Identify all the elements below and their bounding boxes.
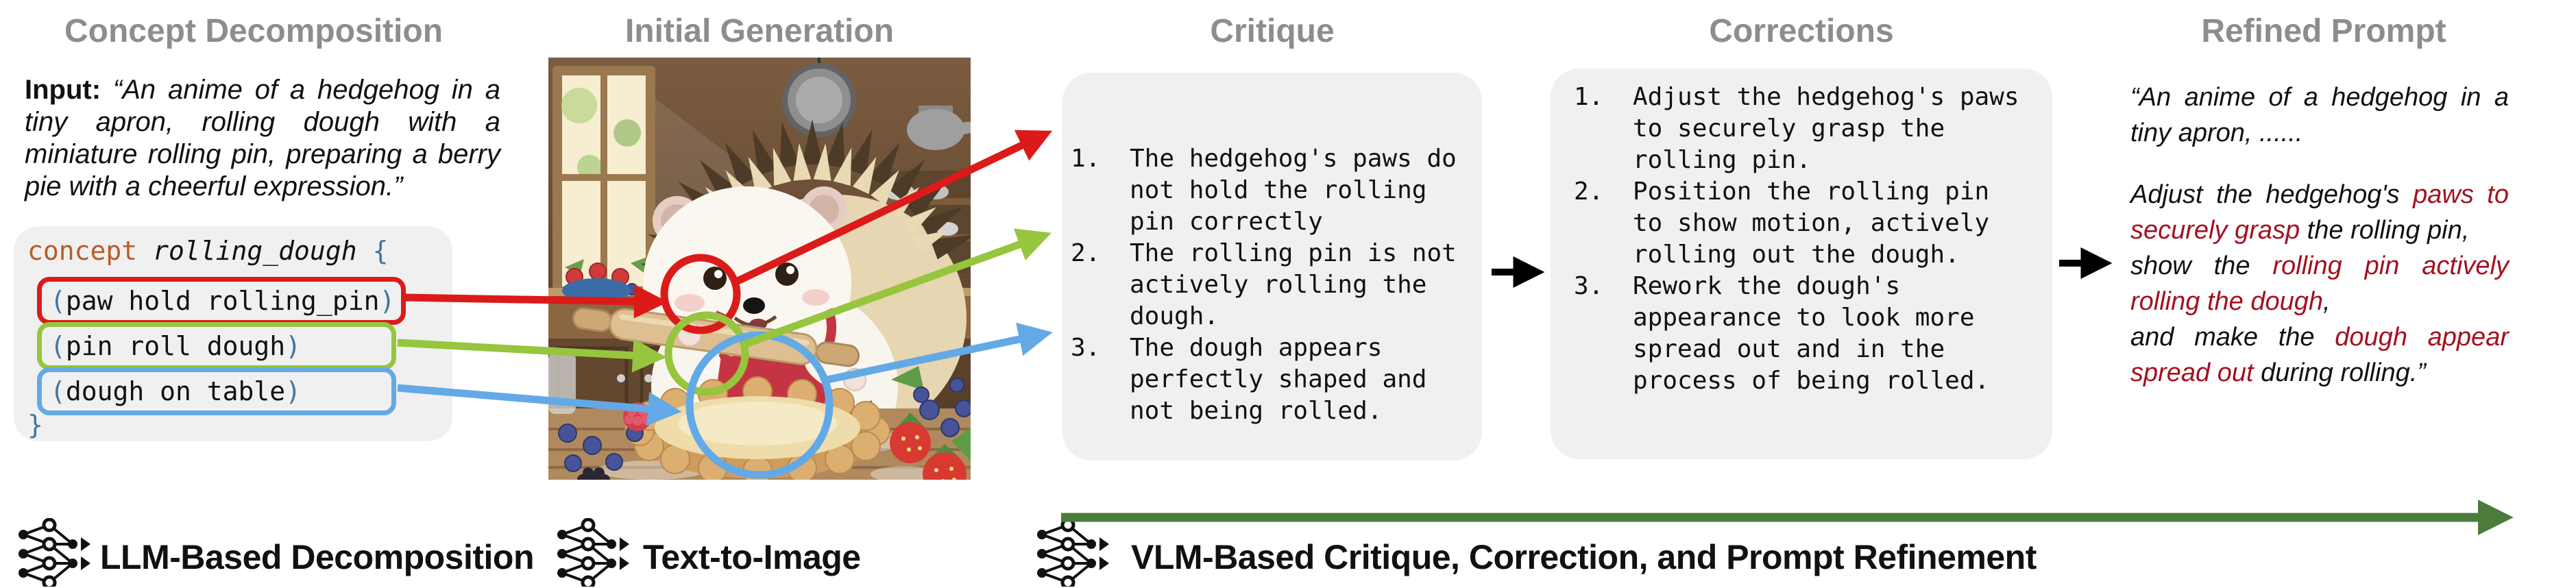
close-paren: ) [379, 286, 396, 316]
refined-line: and make the dough appear [2130, 323, 2509, 352]
item-number: 3. [1574, 272, 1604, 300]
input-line: tiny apron, rolling dough with a [25, 107, 500, 137]
item-number: 1. [1071, 145, 1101, 173]
correction-item: 2. Position the rolling pin to show moti… [1574, 176, 2029, 271]
kettle [907, 106, 971, 150]
strawberry [923, 444, 967, 480]
paw [843, 368, 866, 391]
open-paren: ( [50, 286, 66, 316]
item-number: 2. [1574, 177, 1604, 206]
refined-line: “An anime of a hedgehog in a [2130, 83, 2509, 112]
input-line: miniature rolling pin, preparing a berry [25, 139, 500, 169]
item-text: The hedgehog's paws do not hold the roll… [1130, 145, 1457, 236]
refined-line: Adjust the hedgehog's paws to [2130, 180, 2509, 209]
correction-item: 1. Adjust the hedgehog's paws to securel… [1574, 82, 2029, 176]
item-number: 2. [1071, 239, 1101, 267]
refined-line: show the rolling pin actively [2130, 252, 2510, 280]
input-prompt: Input: “An anime of a hedgehog in a tiny… [25, 74, 500, 203]
open-paren: ( [50, 331, 66, 361]
item-text: The dough appears perfectly shaped and n… [1130, 334, 1427, 425]
code-header-line: concept rolling_dough { [27, 236, 388, 266]
refined-prompt-text: “An anime of a hedgehog in a tiny apron,… [2130, 79, 2509, 391]
corrections-list: 1. Adjust the hedgehog's paws to securel… [1574, 82, 2029, 397]
refined-line: spread out during rolling.” [2130, 358, 2426, 387]
paw [677, 322, 702, 347]
neural-network-icon [1037, 518, 1109, 587]
input-line: pie with a cheerful expression.” [25, 171, 403, 201]
item-number: 3. [1071, 334, 1101, 362]
strawberry [890, 413, 931, 463]
neural-network-icon [557, 518, 629, 587]
refined-line: rolling the dough, [2130, 287, 2331, 316]
open-brace: { [372, 236, 389, 266]
item-text: Rework the dough's appearance to look mo… [1633, 272, 1990, 395]
hanging-pan [782, 58, 856, 137]
close-paren: ) [285, 376, 302, 406]
title-critique: Critique [1210, 13, 1335, 49]
generated-image-hedgehog [548, 58, 971, 480]
item-text: Adjust the hedgehog's paws to securely g… [1633, 83, 2019, 174]
close-paren: ) [285, 331, 302, 361]
neural-network-icon [19, 518, 90, 587]
refined-line: securely grasp the rolling pin, [2130, 216, 2470, 245]
relation-pin-roll-dough: (pin roll dough) [37, 322, 396, 370]
critique-item: 1. The hedgehog's paws do not hold the r… [1071, 143, 1467, 238]
relation-text: dough on table [65, 376, 286, 406]
relation-text: pin roll dough [65, 331, 286, 361]
input-line: Input: “An anime of a hedgehog in a [25, 75, 500, 105]
critique-item: 3. The dough appears perfectly shaped an… [1071, 332, 1467, 427]
open-paren: ( [50, 376, 66, 406]
item-number: 1. [1574, 83, 1604, 111]
code-keyword: concept [27, 236, 138, 266]
footer-label-llm-decomposition: LLM-Based Decomposition [100, 538, 534, 576]
input-label: Input: [25, 75, 101, 105]
corrections-panel [1551, 69, 2052, 459]
critique-list: 1. The hedgehog's paws do not hold the r… [1071, 143, 1467, 427]
title-refined-prompt: Refined Prompt [2201, 13, 2446, 49]
berry-pie [624, 376, 890, 480]
close-brace: } [27, 410, 43, 440]
code-concept-name: rolling_dough [153, 236, 357, 266]
relation-text: paw hold rolling_pin [65, 286, 380, 316]
title-corrections: Corrections [1709, 13, 1894, 49]
relation-dough-on-table: (dough on table) [37, 367, 396, 415]
correction-item: 3. Rework the dough's appearance to look… [1574, 271, 2029, 397]
critique-panel [1062, 73, 1482, 461]
refined-line: tiny apron, ...... [2130, 119, 2303, 147]
item-text: The rolling pin is not actively rolling … [1130, 239, 1457, 330]
footer-label-vlm-refinement: VLM-Based Critique, Correction, and Prom… [1131, 538, 2037, 576]
title-initial-generation: Initial Generation [624, 13, 895, 49]
footer-label-text-to-image: Text-to-Image [643, 538, 861, 576]
title-concept-decomposition: Concept Decomposition [64, 13, 443, 49]
critique-item: 2. The rolling pin is not actively rolli… [1071, 238, 1467, 332]
item-text: Position the rolling pin to show motion,… [1633, 177, 1990, 269]
relation-paw-hold-rolling-pin: (paw hold rolling_pin) [37, 277, 406, 325]
